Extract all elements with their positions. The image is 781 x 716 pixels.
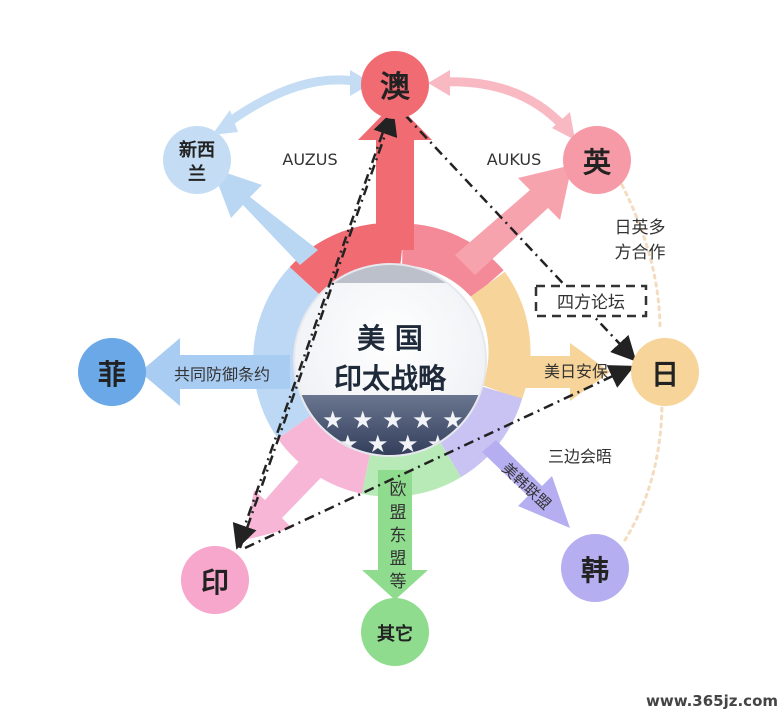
label-eu-asean-char-5: 等 xyxy=(390,572,407,592)
spoke-philippines xyxy=(140,338,290,406)
spoke-other xyxy=(362,470,428,600)
label-aukus: AUKUS xyxy=(487,150,542,169)
aukus-curve xyxy=(435,77,570,133)
node-newzealand-label-1: 新西 xyxy=(179,139,215,161)
spoke-korea xyxy=(482,440,570,528)
spokes xyxy=(140,102,610,600)
spoke-australia xyxy=(358,102,432,250)
svg-text:★: ★ xyxy=(382,406,404,434)
node-japan-label: 日 xyxy=(651,358,679,391)
node-india-label: 印 xyxy=(201,566,229,599)
label-japan-uk-2: 方合作 xyxy=(615,243,666,263)
node-newzealand-label-2: 兰 xyxy=(188,163,206,185)
spoke-newzealand xyxy=(212,168,318,265)
node-uk-label: 英 xyxy=(583,146,612,179)
svg-text:★: ★ xyxy=(367,430,389,458)
star-icons: ★★★ ★★ ★★★★ xyxy=(322,406,464,458)
node-korea: 韩 xyxy=(561,534,629,602)
label-eu-asean-char-3: 东 xyxy=(390,526,407,546)
node-australia: 澳 xyxy=(361,51,429,119)
auzus-arrowhead-right xyxy=(350,70,372,96)
label-japan-uk-1: 日英多 xyxy=(615,218,666,238)
label-eu-asean: 欧 盟 东 盟 等 xyxy=(390,480,407,592)
node-philippines: 菲 xyxy=(78,338,146,406)
spoke-india xyxy=(245,440,338,540)
quad-links xyxy=(232,110,637,550)
aukus-arrowhead-right xyxy=(552,112,575,140)
node-japan: 日 xyxy=(631,338,699,406)
node-philippines-label: 菲 xyxy=(98,358,126,391)
node-korea-label: 韩 xyxy=(581,554,609,587)
center-title-line1: 美 国 xyxy=(357,322,423,355)
japan-korea-curve xyxy=(623,398,664,542)
ring-sector-korea xyxy=(438,385,523,478)
node-other: 其它 xyxy=(361,598,429,666)
node-australia-label: 澳 xyxy=(380,70,411,105)
node-india: 印 xyxy=(181,546,249,614)
label-eu-asean-char-2: 盟 xyxy=(390,503,407,523)
label-eu-asean-char-1: 欧 xyxy=(390,480,407,500)
label-auzus: AUZUS xyxy=(282,150,337,169)
auzus-curve xyxy=(220,75,365,130)
outer-links xyxy=(212,70,664,542)
label-trilateral: 三边会晤 xyxy=(548,447,612,466)
watermark-text: www.365jz.com xyxy=(646,692,778,710)
quad-forum-box: 四方论坛 xyxy=(534,284,648,318)
auzus-arrowhead-left xyxy=(212,110,238,135)
svg-text:★: ★ xyxy=(322,406,344,434)
label-eu-asean-char-4: 盟 xyxy=(390,549,407,569)
node-uk: 英 xyxy=(563,126,631,194)
link-australia-india xyxy=(232,111,392,550)
label-us-japan: 美日安保 xyxy=(544,362,608,381)
link-india-australia xyxy=(238,110,398,549)
node-other-label: 其它 xyxy=(377,623,413,645)
spoke-japan xyxy=(492,343,610,401)
aukus-arrowhead-left xyxy=(428,70,450,96)
svg-text:★: ★ xyxy=(397,430,419,458)
spoke-uk xyxy=(455,165,572,275)
uk-japan-curve xyxy=(620,183,662,332)
quad-forum-label: 四方论坛 xyxy=(557,293,625,313)
node-newzealand: 新西 兰 xyxy=(163,126,231,194)
link-india-japan xyxy=(244,365,635,550)
label-us-philippines: 共同防御条约 xyxy=(174,365,270,384)
svg-text:★: ★ xyxy=(352,406,374,434)
center-title-line2: 印太战略 xyxy=(334,362,447,395)
svg-text:★: ★ xyxy=(412,406,434,434)
